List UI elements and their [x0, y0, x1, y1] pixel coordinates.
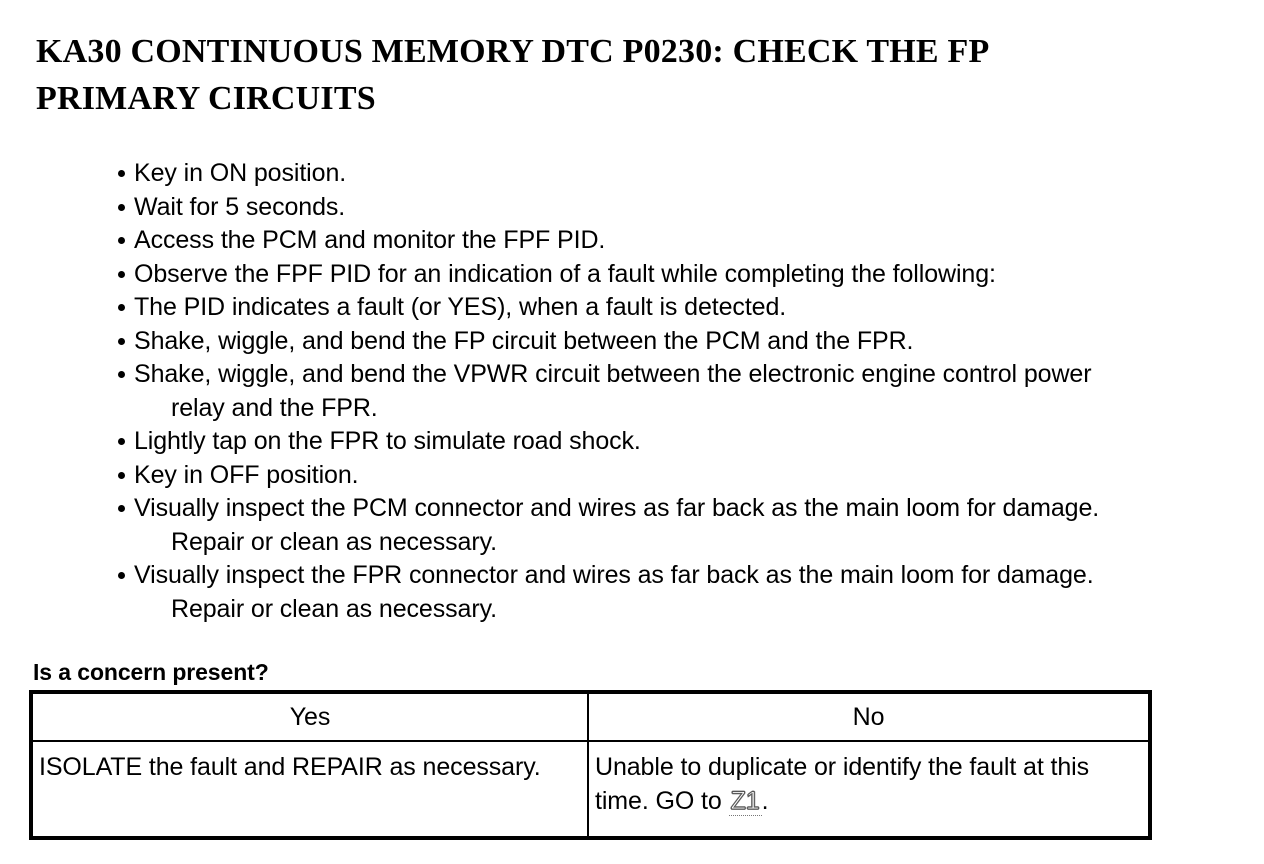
list-item: Key in ON position. — [118, 157, 1228, 191]
bullet-icon — [118, 237, 125, 244]
list-item: Visually inspect the FPR connector and w… — [118, 559, 1228, 626]
list-item: Shake, wiggle, and bend the VPWR circuit… — [118, 358, 1228, 425]
list-item-text: Visually inspect the PCM connector and w… — [134, 494, 1100, 522]
table-cell-yes-action: ISOLATE the fault and REPAIR as necessar… — [31, 740, 589, 838]
bullet-icon — [118, 471, 125, 479]
list-item-continuation: relay and the FPR. — [171, 393, 378, 422]
list-item-text: Wait for 5 seconds. — [134, 192, 346, 221]
list-item: The PID indicates a fault (or YES), when… — [118, 291, 1228, 325]
page-title: KA30 CONTINUOUS MEMORY DTC P0230: CHECK … — [36, 33, 988, 117]
procedure-step-list: Key in ON position. Wait for 5 seconds. … — [118, 157, 1228, 626]
list-item: Shake, wiggle, and bend the FP circuit b… — [118, 325, 1228, 359]
table-row: ISOLATE the fault and REPAIR as necessar… — [31, 740, 1150, 838]
bullet-icon — [118, 438, 125, 445]
list-item-continuation: Repair or clean as necessary. — [171, 594, 497, 623]
table-header-yes: Yes — [31, 692, 589, 742]
no-action-text: Unable to duplicate or identify the faul… — [595, 753, 1090, 815]
list-item: Access the PCM and monitor the FPF PID. — [118, 224, 1228, 258]
list-item-text: Observe the FPF PID for an indication of… — [134, 259, 996, 288]
list-item-text: Shake, wiggle, and bend the VPWR circuit… — [134, 360, 1092, 388]
decision-table: Yes No ISOLATE the fault and REPAIR as n… — [29, 690, 1152, 840]
bullet-icon — [118, 270, 125, 278]
list-item-text: Key in ON position. — [134, 159, 347, 187]
bullet-icon — [118, 371, 125, 378]
bullet-icon — [118, 304, 125, 311]
decision-question: Is a concern present? — [33, 659, 269, 685]
list-item-continuation: Repair or clean as necessary. — [171, 527, 497, 556]
list-item: Wait for 5 seconds. — [118, 191, 1228, 225]
no-action-text-end: . — [761, 787, 769, 815]
list-item-text: Access the PCM and monitor the FPF PID. — [134, 226, 606, 254]
list-item: Key in OFF position. — [118, 459, 1228, 493]
list-item-text: Lightly tap on the FPR to simulate road … — [134, 427, 641, 455]
bullet-icon — [118, 337, 125, 345]
list-item-text: Visually inspect the FPR connector and w… — [134, 561, 1094, 589]
bullet-icon — [118, 170, 125, 177]
bullet-icon — [118, 572, 125, 579]
list-item: Visually inspect the PCM connector and w… — [118, 492, 1228, 559]
table-header-row: Yes No — [31, 692, 1150, 742]
list-item-text: Shake, wiggle, and bend the FP circuit b… — [134, 326, 914, 355]
table-header-no: No — [587, 692, 1150, 742]
list-item: Observe the FPF PID for an indication of… — [118, 258, 1228, 292]
list-item-text: Key in OFF position. — [134, 460, 359, 489]
step-reference-link[interactable]: Z1 — [728, 787, 762, 816]
bullet-icon — [118, 505, 125, 512]
bullet-icon — [118, 203, 125, 211]
list-item-text: The PID indicates a fault (or YES), when… — [134, 293, 787, 321]
list-item: Lightly tap on the FPR to simulate road … — [118, 425, 1228, 459]
table-cell-no-action: Unable to duplicate or identify the faul… — [587, 740, 1150, 838]
